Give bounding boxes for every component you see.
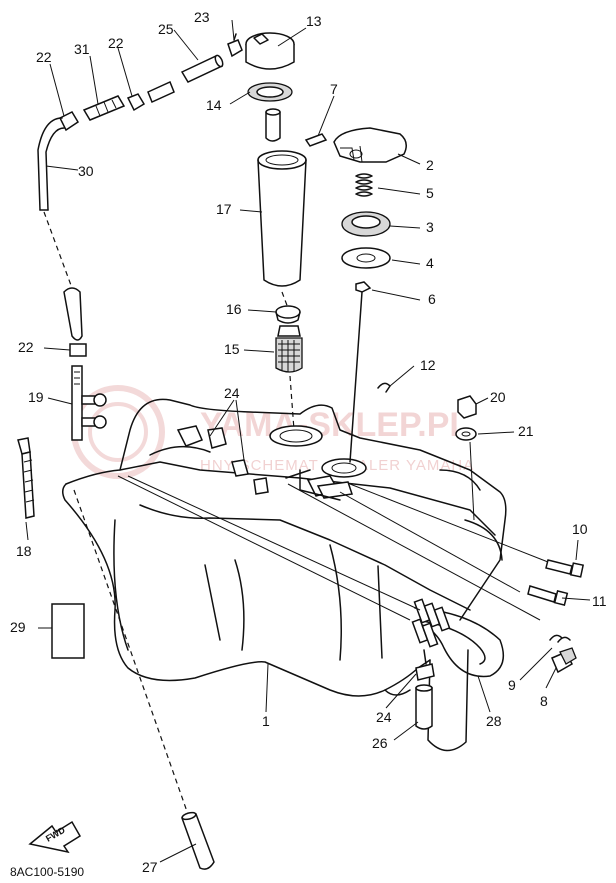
callout: 5 [426, 185, 434, 201]
filler-neck-assembly [245, 32, 307, 431]
tank-cap-assembly [304, 127, 407, 463]
callout: 17 [216, 201, 232, 217]
strainer [275, 337, 303, 373]
callout: 28 [486, 713, 502, 729]
callout: 14 [206, 97, 222, 113]
callout: 23 [194, 9, 210, 25]
callout: 1 [262, 713, 270, 729]
callout: 27 [142, 859, 158, 875]
callout: 2 [426, 157, 434, 173]
gasket [341, 247, 391, 269]
callout-labels: 23 13 25 22 31 22 14 7 2 30 5 17 3 4 16 … [10, 9, 607, 875]
callout: 6 [428, 291, 436, 307]
hose-end [63, 287, 83, 341]
drain-hose-26 [415, 649, 435, 730]
callout: 21 [518, 423, 534, 439]
breather-hose-assembly [37, 33, 243, 441]
leader-lines [25, 19, 591, 863]
callout: 29 [10, 619, 26, 635]
callout: 3 [426, 219, 434, 235]
tank-pump-opening [321, 458, 367, 478]
strap-18 [17, 437, 35, 519]
pad-29 [51, 603, 85, 659]
fuel-hose-28 [411, 598, 505, 678]
filler-tube-top [257, 150, 307, 170]
drain-hose-27 [73, 489, 215, 870]
pin [304, 133, 328, 147]
watermark-logo-inner [88, 402, 148, 462]
callout: 24 [376, 709, 392, 725]
callout: 30 [78, 163, 94, 179]
nut [355, 281, 372, 293]
callout: 19 [28, 389, 44, 405]
callout: 9 [508, 677, 516, 693]
callout: 18 [16, 543, 32, 559]
callout: 13 [306, 13, 322, 29]
fwd-arrow-icon: FWD [28, 820, 82, 854]
callout: 12 [420, 357, 436, 373]
callout: 7 [330, 81, 338, 97]
callout: 26 [372, 735, 388, 751]
callout: 25 [158, 21, 174, 37]
clip [275, 305, 301, 319]
clip-12 [377, 382, 391, 393]
callout: 24 [224, 385, 240, 401]
grommet-clip [549, 634, 577, 674]
callout: 20 [490, 389, 506, 405]
callout: 16 [226, 301, 242, 317]
diagram-code: 8AC100-5190 [10, 865, 84, 879]
callout: 8 [540, 693, 548, 709]
callout: 15 [224, 341, 240, 357]
spring [355, 173, 373, 197]
callout: 22 [108, 35, 124, 51]
nut-washer [455, 395, 477, 521]
callout: 4 [426, 255, 434, 271]
fuel-tank [62, 398, 507, 752]
callout: 22 [36, 49, 52, 65]
tank-cap [333, 127, 407, 163]
bolts [527, 559, 585, 606]
callout: 11 [592, 593, 607, 609]
t-joint [71, 365, 83, 441]
tank-filler-opening [269, 425, 323, 447]
callout: 31 [74, 41, 90, 57]
fitting-31 [82, 95, 126, 121]
callout: 22 [18, 339, 34, 355]
callout: 10 [572, 521, 588, 537]
